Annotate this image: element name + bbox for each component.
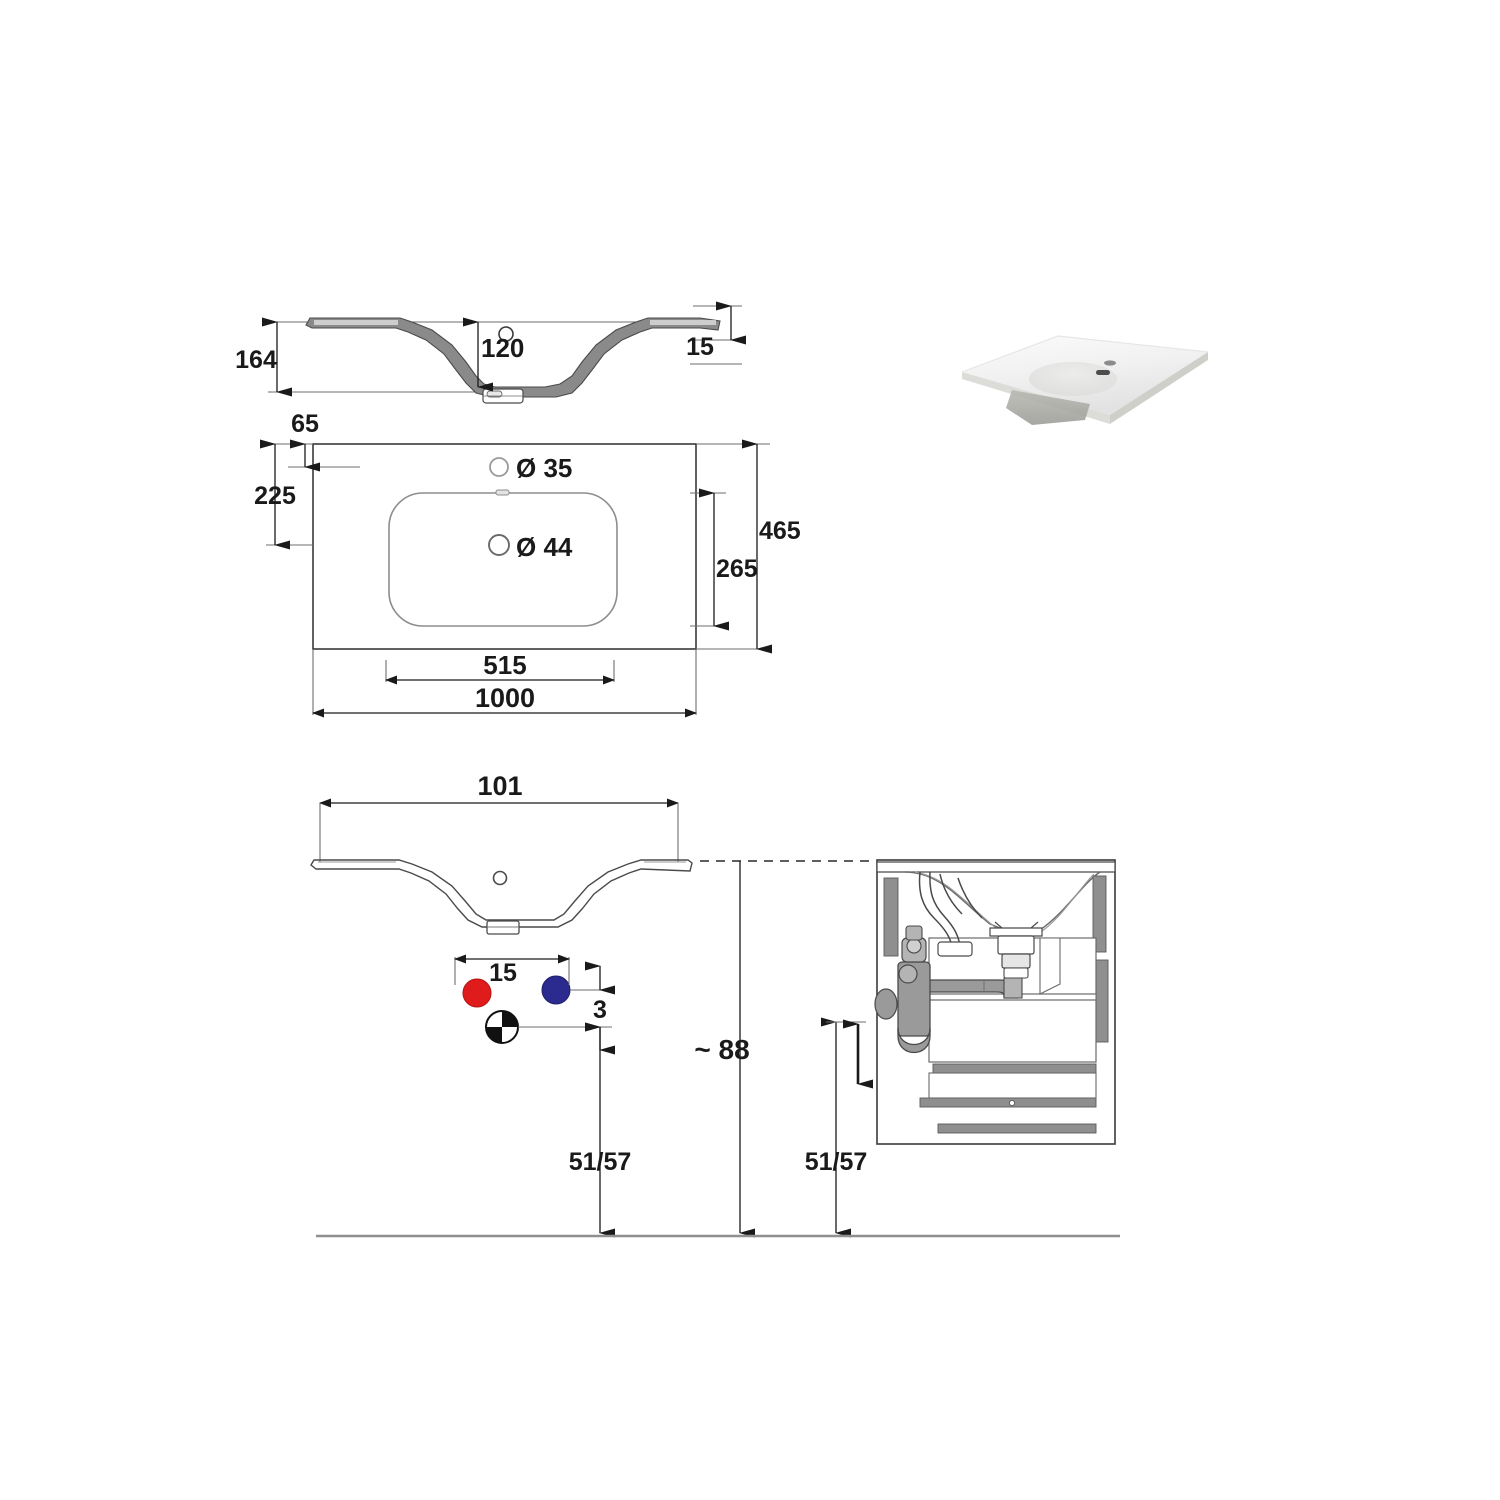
cold-water-marker-icon bbox=[541, 975, 571, 1005]
dim-465: 465 bbox=[742, 439, 801, 654]
dim-265-label: 265 bbox=[716, 555, 758, 583]
dim-88-label: ~ 88 bbox=[694, 1034, 749, 1065]
dim-51-57-right-label: 51/57 bbox=[805, 1148, 868, 1176]
cabinet-waste-fitting bbox=[989, 921, 1043, 979]
dim-15-rim: 15 bbox=[686, 301, 746, 361]
dim-51-57-left-label: 51/57 bbox=[569, 1148, 632, 1176]
dim-1000-label: 1000 bbox=[475, 683, 535, 713]
plan-bowl-outline bbox=[388, 492, 618, 627]
cabinet-basin-top bbox=[876, 861, 1116, 873]
cabinet-plinth bbox=[937, 1123, 1097, 1134]
view-top-section: 164 120 1 bbox=[235, 301, 746, 404]
waste-outlet-stub bbox=[482, 388, 524, 404]
overflow-hole-icon bbox=[498, 326, 514, 342]
dim-164-label: 164 bbox=[235, 346, 277, 374]
dim-465-label: 465 bbox=[759, 517, 801, 545]
cabinet-rail-lower bbox=[919, 1097, 1097, 1108]
dim-120: 120 bbox=[463, 317, 524, 392]
dim-51-57-left: 51/57 bbox=[569, 1022, 632, 1238]
dim-15-supply: 15 bbox=[454, 954, 570, 987]
elevation-waste-stub bbox=[486, 920, 520, 935]
product-photo bbox=[961, 335, 1209, 425]
cabinet-trap-arm bbox=[915, 977, 1023, 999]
dim-101: 101 bbox=[319, 771, 679, 862]
cabinet-assembly bbox=[874, 859, 1116, 1145]
dim-1000: 1000 bbox=[312, 683, 697, 718]
dim-88: ~ 88 bbox=[694, 861, 755, 1238]
dim-265: 265 bbox=[699, 488, 758, 631]
plan-waste-hole: Ø 44 bbox=[488, 532, 573, 562]
plan-tap-hole: Ø 35 bbox=[489, 453, 572, 483]
elevation-tap-hole bbox=[492, 870, 508, 886]
cabinet-rail-mid bbox=[932, 1063, 1097, 1074]
cabinet-drawer-lower bbox=[928, 999, 1097, 1063]
dim-515-label: 515 bbox=[483, 650, 526, 680]
dim-225-label: 225 bbox=[254, 482, 296, 510]
dim-65: 65 bbox=[290, 410, 320, 472]
plan-waste-hole-label: Ø 44 bbox=[516, 532, 573, 562]
dim-3-label: 3 bbox=[593, 996, 607, 1024]
dim-51-57-right: 51/57 bbox=[805, 1017, 873, 1238]
basin-elevation-profile bbox=[310, 859, 693, 928]
cabinet-handle-dot bbox=[1008, 1099, 1016, 1107]
dim-15-rim-label: 15 bbox=[686, 333, 714, 361]
dim-164: 164 bbox=[235, 317, 292, 397]
dim-225: 225 bbox=[254, 439, 296, 550]
dim-65-label: 65 bbox=[291, 410, 319, 438]
waste-drain-marker-icon bbox=[485, 1010, 519, 1044]
plan-tap-hole-label: Ø 35 bbox=[516, 453, 572, 483]
dim-515: 515 bbox=[385, 650, 615, 685]
cabinet-right-panel-upper bbox=[1092, 875, 1107, 953]
photo-overflow-slot bbox=[1096, 370, 1110, 375]
cabinet-pipework bbox=[918, 871, 983, 951]
dim-101-label: 101 bbox=[477, 771, 522, 801]
view-plan: Ø 35 Ø 44 65 225 bbox=[254, 410, 801, 718]
dim-15-supply-label: 15 bbox=[489, 959, 517, 987]
cabinet-siphon bbox=[874, 925, 931, 1053]
photo-tap-hole bbox=[1104, 360, 1116, 366]
plan-right-witness bbox=[690, 443, 770, 650]
dim-120-label: 120 bbox=[481, 333, 524, 363]
view-bottom-section: 101 bbox=[310, 771, 1120, 1238]
cabinet-left-panel bbox=[883, 877, 899, 957]
hot-water-marker-icon bbox=[462, 978, 492, 1008]
cabinet-right-panel-lower bbox=[1095, 959, 1109, 1043]
plan-overflow-slot bbox=[495, 489, 510, 496]
